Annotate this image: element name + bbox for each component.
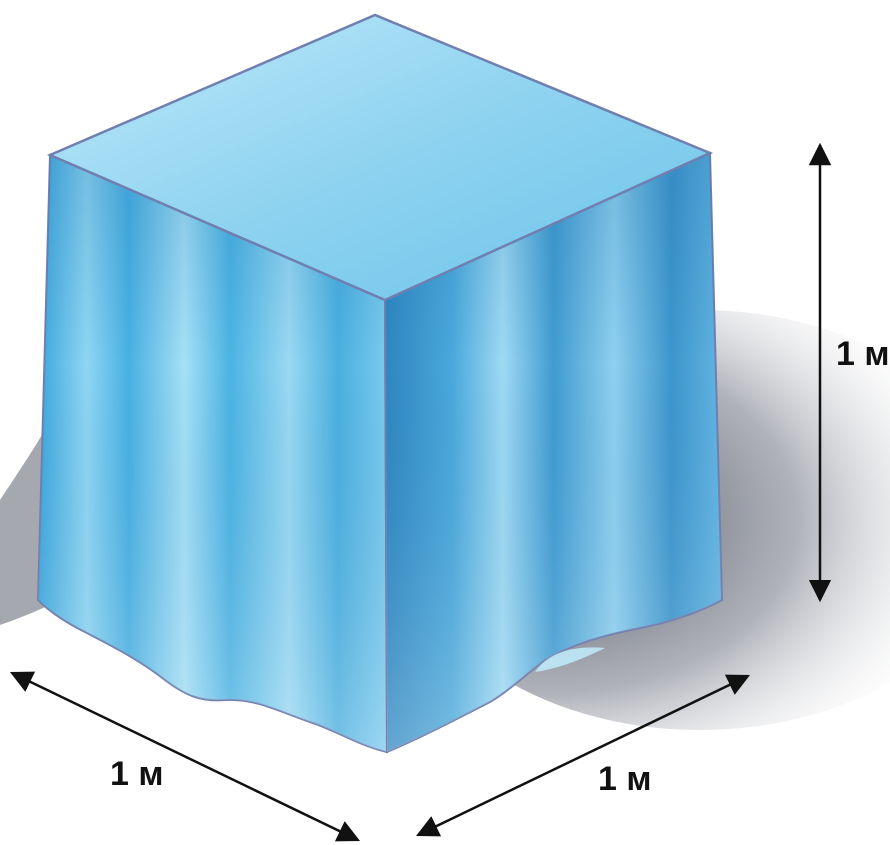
cube-top-face [46, 13, 714, 302]
side-face-shading [385, 153, 722, 752]
width-label: 1 м [598, 760, 652, 798]
width-arrow [415, 674, 751, 837]
cube-base-notch [535, 647, 605, 672]
depth-label: 1 м [110, 755, 164, 793]
height-label: 1 м [836, 335, 890, 373]
front-face-shading [38, 155, 387, 752]
depth-arrow [9, 671, 361, 842]
